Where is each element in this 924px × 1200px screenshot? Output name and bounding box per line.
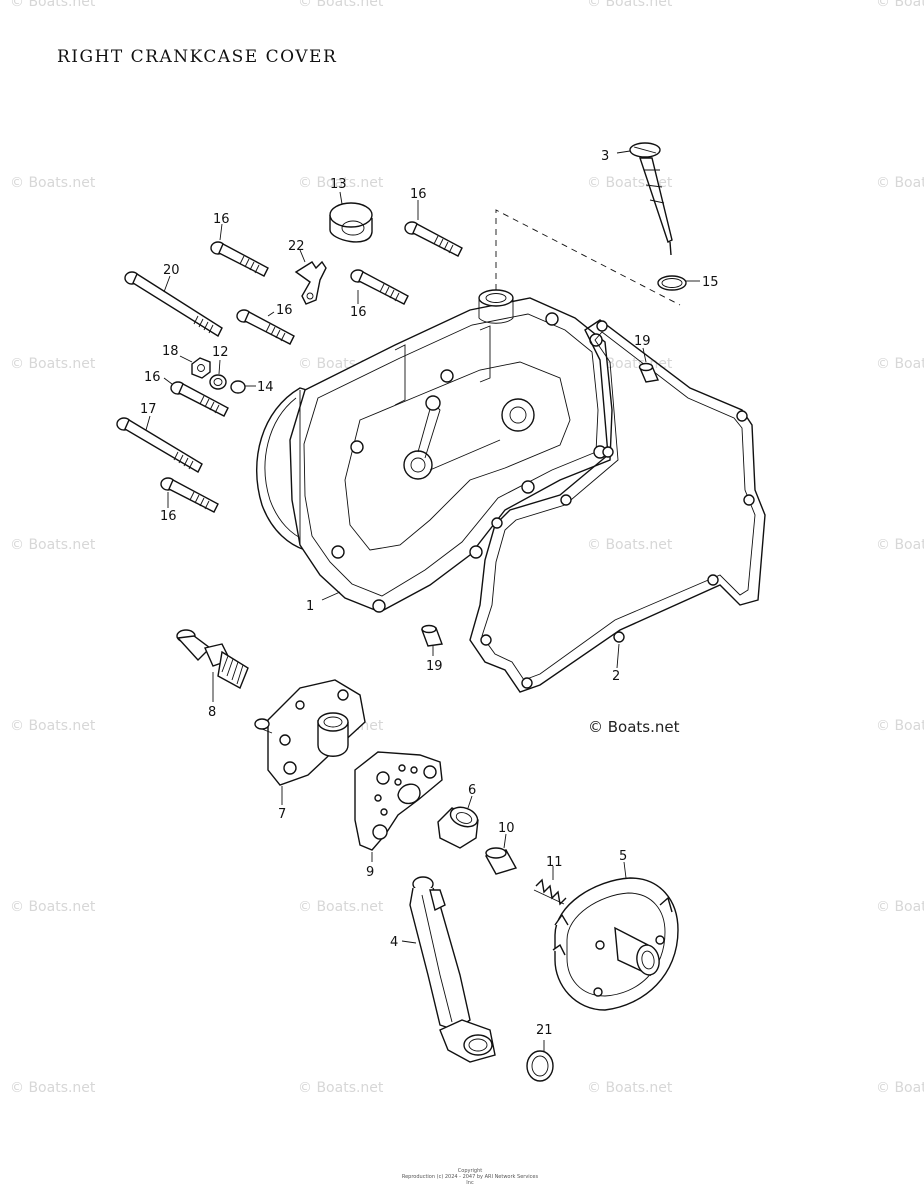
part-bolt-16-middle[interactable]	[350, 269, 409, 305]
part-o-ring-14[interactable]	[230, 380, 256, 394]
callout-11: 11	[546, 855, 563, 870]
callout-14: 14	[257, 380, 274, 395]
callout-10: 10	[498, 821, 515, 836]
part-crankcase-cover[interactable]	[255, 289, 613, 613]
part-plate-9[interactable]	[354, 751, 443, 862]
callout-16: 16	[350, 305, 367, 320]
callout-15: 15	[702, 275, 719, 290]
watermark: © Boats.net	[298, 899, 384, 915]
part-bolt-16-center-left[interactable]	[236, 309, 295, 345]
part-plate-7[interactable]	[254, 679, 366, 805]
part-washer-12[interactable]	[209, 359, 227, 390]
watermark: © Boats.net	[876, 356, 924, 372]
callout-4: 4	[390, 935, 398, 950]
callout-7: 7	[278, 807, 286, 822]
callout-16: 16	[276, 303, 293, 318]
part-bolt-16-left-middle[interactable]	[163, 377, 229, 417]
callout-19: 19	[426, 659, 443, 674]
watermark: © Boats.net	[298, 175, 384, 191]
watermark: © Boats.net	[876, 718, 924, 734]
callout-12: 12	[212, 345, 229, 360]
watermark: © Boats.net	[10, 0, 96, 10]
alignment-dashed-line	[495, 209, 681, 306]
watermark: © Boats.net	[10, 537, 96, 553]
callout-1: 1	[306, 599, 314, 614]
watermark: © Boats.net	[587, 0, 673, 10]
part-collar-10[interactable]	[484, 833, 518, 875]
part-kick-arm-4[interactable]	[401, 876, 496, 1063]
part-dowel-pin-19-lower[interactable]	[421, 624, 443, 657]
callout-2: 2	[612, 669, 620, 684]
callout-19: 19	[634, 334, 651, 349]
watermark: © Boats.net	[10, 175, 96, 191]
part-bolt-16-lower-left[interactable]	[160, 477, 219, 513]
callout-16: 16	[213, 212, 230, 227]
callout-17: 17	[140, 402, 157, 417]
watermark: © Boats.net	[876, 1080, 924, 1096]
part-gasket[interactable]	[469, 319, 766, 693]
footer-line: Copyright	[457, 1168, 483, 1174]
callout-9: 9	[366, 865, 374, 880]
part-nut-18[interactable]	[179, 355, 211, 379]
watermark: © Boats.net	[876, 537, 924, 553]
part-clamp-22[interactable]	[294, 249, 327, 305]
callout-8: 8	[208, 705, 216, 720]
part-washer-21[interactable]	[526, 1040, 554, 1082]
watermark: © Boats.net	[10, 356, 96, 372]
leader-line	[616, 643, 620, 669]
watermark: © Boats.net	[876, 175, 924, 191]
callout-16: 16	[144, 370, 161, 385]
part-shaft-8[interactable]	[176, 629, 249, 702]
callout-20: 20	[163, 263, 180, 278]
callout-16: 16	[160, 509, 177, 524]
part-collar-13[interactable]	[329, 191, 373, 243]
callout-16: 16	[410, 187, 427, 202]
part-drum-5[interactable]	[552, 861, 679, 1011]
page-title: RIGHT CRANKCASE COVER	[57, 47, 338, 67]
footer-line: Reproduction (c) 2024 - 2047 by ARI Netw…	[401, 1174, 539, 1186]
callout-6: 6	[468, 783, 476, 798]
callout-22: 22	[288, 239, 305, 254]
watermark: © Boats.net	[298, 0, 384, 10]
part-oil-dipstick[interactable]	[616, 142, 673, 256]
copyright-label: © Boats.net	[588, 718, 680, 736]
part-bolt-20[interactable]	[124, 271, 223, 338]
callout-3: 3	[601, 149, 609, 164]
callout-5: 5	[619, 849, 627, 864]
watermark: © Boats.net	[876, 899, 924, 915]
watermark: © Boats.net	[10, 899, 96, 915]
watermark: © Boats.net	[298, 1080, 384, 1096]
part-dowel-pin-19-upper[interactable]	[638, 347, 659, 383]
part-bolt-17[interactable]	[116, 415, 203, 473]
leader-line	[321, 591, 341, 601]
part-bushing-6[interactable]	[437, 795, 480, 849]
part-bolt-16-top[interactable]	[404, 200, 463, 257]
footer-copyright: Copyright Reproduction (c) 2024 - 2047 b…	[400, 1168, 540, 1186]
callout-18: 18	[162, 344, 179, 359]
watermark: © Boats.net	[876, 0, 924, 10]
watermark: © Boats.net	[587, 537, 673, 553]
part-spring-11[interactable]	[533, 866, 567, 906]
callout-13: 13	[330, 177, 347, 192]
callout-21: 21	[536, 1023, 553, 1038]
watermark: © Boats.net	[10, 1080, 96, 1096]
watermark: © Boats.net	[10, 718, 96, 734]
watermark: © Boats.net	[587, 1080, 673, 1096]
part-bolt-16-upper-left[interactable]	[210, 223, 269, 277]
part-o-ring-dipstick[interactable]	[657, 275, 700, 291]
